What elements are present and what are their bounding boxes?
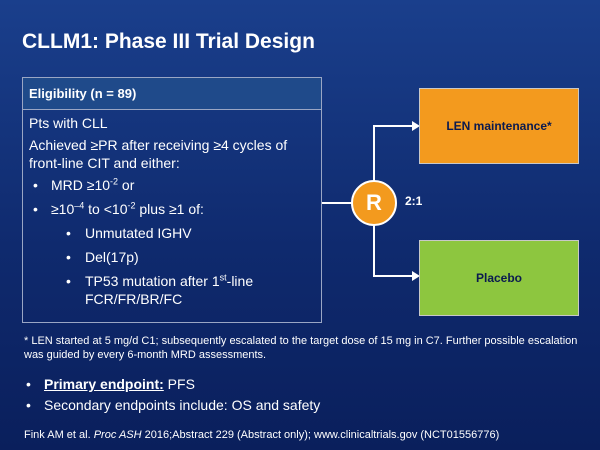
- superscript: st: [219, 272, 227, 283]
- eligibility-sub-bullet: Unmutated IGHV: [29, 224, 315, 242]
- slide-title: CLLM1: Phase III Trial Design: [22, 30, 315, 53]
- bullet-text: plus ≥1 of:: [135, 201, 204, 217]
- connector-line: [373, 125, 412, 181]
- superscript: -2: [110, 176, 119, 187]
- arrow-head: [412, 121, 420, 131]
- endpoints-list: Primary endpoint: PFS Secondary endpoint…: [24, 376, 320, 418]
- superscript: –4: [74, 200, 85, 211]
- eligibility-line: Pts with CLL: [29, 115, 108, 131]
- bullet-text: -line FCR/FR/BR/FC: [85, 273, 254, 307]
- bullet-text: or: [118, 177, 135, 193]
- bullet-text: to <10: [84, 201, 128, 217]
- primary-endpoint-label: Primary endpoint:: [44, 376, 164, 392]
- arm-label: Placebo: [475, 271, 523, 285]
- eligibility-header: Eligibility (n = 89): [23, 78, 321, 110]
- eligibility-bullet: MRD ≥10-2 or: [29, 176, 315, 194]
- len-maintenance-arm: LEN maintenance*: [419, 88, 579, 164]
- bullet-text: TP53 mutation after 1: [85, 273, 220, 289]
- bullet-text: ≥10: [51, 201, 75, 217]
- footnote: * LEN started at 5 mg/d C1; subsequently…: [24, 335, 578, 361]
- arm-label: LEN maintenance*: [446, 119, 552, 133]
- endpoint-primary: Primary endpoint: PFS: [24, 376, 320, 392]
- primary-endpoint-value: PFS: [163, 376, 195, 392]
- arrow-head: [412, 271, 420, 281]
- bullet-text: MRD ≥10: [51, 177, 111, 193]
- endpoint-secondary: Secondary endpoints include: OS and safe…: [24, 397, 320, 413]
- reference: Fink AM et al. Proc ASH 2016;Abstract 22…: [24, 429, 499, 441]
- eligibility-sub-bullet: Del(17p): [29, 248, 315, 266]
- eligibility-line: Achieved ≥PR after receiving ≥4 cycles o…: [29, 137, 288, 171]
- eligibility-box: Eligibility (n = 89) Pts with CLL Achiev…: [22, 77, 322, 323]
- connector-line: [373, 225, 412, 277]
- reference-text: Fink AM et al.: [24, 429, 94, 441]
- reference-text: 2016;Abstract 229 (Abstract only); www.c…: [141, 429, 500, 441]
- randomization-ratio: 2:1: [405, 194, 423, 208]
- eligibility-bullet: ≥10–4 to <10-2 plus ≥1 of:: [29, 200, 315, 218]
- eligibility-body: Pts with CLL Achieved ≥PR after receivin…: [23, 110, 321, 318]
- superscript: -2: [127, 200, 136, 211]
- randomization-circle: R: [351, 180, 397, 226]
- reference-journal: Proc ASH: [93, 429, 142, 441]
- eligibility-sub-bullet: TP53 mutation after 1st-line FCR/FR/BR/F…: [29, 272, 315, 308]
- placebo-arm: Placebo: [419, 240, 579, 316]
